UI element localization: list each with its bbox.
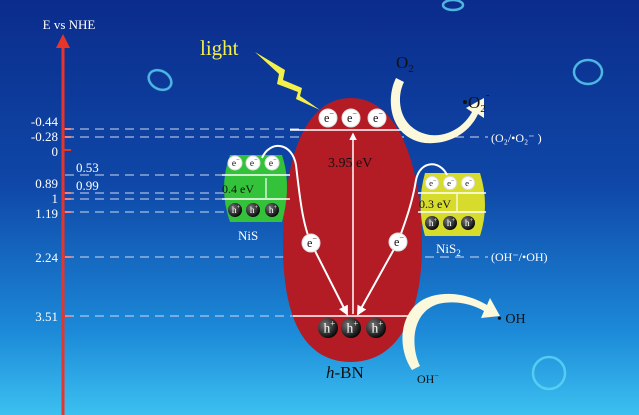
electron-icon: e− [227, 155, 243, 171]
svg-text:e−: e− [347, 110, 357, 125]
svg-text:h+: h+ [429, 217, 438, 229]
svg-text:h+: h+ [232, 204, 241, 216]
svg-text:e−: e− [324, 110, 334, 125]
electron-transfer-paths [261, 144, 448, 316]
svg-text:e−: e− [232, 157, 240, 169]
svg-text:e−: e− [373, 110, 383, 125]
hbn-label: h-BN [326, 363, 364, 382]
svg-text:e−: e− [429, 178, 437, 188]
electron-icon: e− [318, 108, 338, 128]
electron-icon: e− [341, 108, 361, 128]
svg-text:h+: h+ [347, 319, 359, 336]
tick-label: 2.24 [35, 250, 58, 265]
electron-icon: e− [443, 176, 457, 190]
nis2-label: NiS2 [436, 241, 461, 258]
tick-label: 1 [52, 191, 59, 206]
electron-icon: e− [461, 176, 475, 190]
electron-icon: e− [245, 155, 261, 171]
hole-icon: h+ [443, 216, 457, 230]
svg-text:e−: e− [394, 234, 404, 249]
svg-text:h+: h+ [250, 204, 259, 216]
hole-icon: h+ [366, 318, 386, 338]
tick-label: 1.19 [35, 206, 58, 221]
svg-text:e−: e− [269, 157, 277, 169]
charge-carriers: e− e− e− h+ h+ h+ e− e− e− h+ h+ h+ e− e− e− h+ h+ h+ e− e− [227, 108, 475, 338]
tick-label: 0.53 [76, 160, 99, 175]
hole-icon: h+ [228, 203, 242, 217]
energy-axis: E vs NHE [43, 17, 96, 415]
light-label: light [200, 36, 239, 60]
svg-text:e−: e− [307, 235, 317, 250]
o2-label: O2 [396, 53, 414, 75]
hole-icon: h+ [425, 216, 439, 230]
svg-text:h+: h+ [447, 217, 456, 229]
hydroxyl-label: • OH [497, 312, 526, 327]
light-bolt-icon [255, 52, 320, 110]
svg-text:e−: e− [447, 178, 455, 188]
axis-arrow-icon [56, 34, 70, 48]
nis2-gap: 0.3 eV [419, 197, 451, 211]
hbn-gap: 3.95 eV [328, 156, 372, 171]
svg-text:e−: e− [465, 178, 473, 188]
tick-label: 0.99 [76, 178, 99, 193]
tick-label: -0.28 [31, 129, 58, 144]
svg-text:h+: h+ [465, 217, 474, 229]
nis-label: NiS [238, 228, 258, 243]
hydroxide-label: OH− [417, 371, 439, 386]
tick-label: 3.51 [35, 309, 58, 324]
superoxide-label: •O2- [462, 89, 490, 115]
nis-gap: 0.4 eV [222, 182, 254, 196]
reduction-arrow [390, 78, 484, 144]
hole-icon: h+ [318, 318, 338, 338]
svg-text:h+: h+ [324, 319, 336, 336]
hole-icon: h+ [461, 216, 475, 230]
svg-text:e−: e− [250, 157, 258, 169]
oh-redox-couple: (OH⁻/•OH) [491, 250, 548, 264]
oxidation-arrow [402, 293, 500, 370]
electron-icon: e− [367, 108, 387, 128]
axis-title: E vs NHE [43, 17, 96, 32]
hole-icon: h+ [341, 318, 361, 338]
o2-redox-couple: (O₂/•O₂⁻ ) [491, 131, 542, 145]
electron-icon: e− [425, 176, 439, 190]
electron-icon: e− [301, 233, 321, 253]
svg-text:h+: h+ [372, 319, 384, 336]
electron-icon: e− [388, 232, 408, 252]
tick-label: 0.89 [35, 176, 58, 191]
tick-label: -0.44 [31, 114, 59, 129]
bubbles [147, 0, 604, 391]
hole-icon: h+ [246, 203, 260, 217]
svg-text:h+: h+ [269, 204, 278, 216]
hole-icon: h+ [265, 203, 279, 217]
electron-icon: e− [264, 155, 280, 171]
tick-label: 0 [52, 144, 59, 159]
